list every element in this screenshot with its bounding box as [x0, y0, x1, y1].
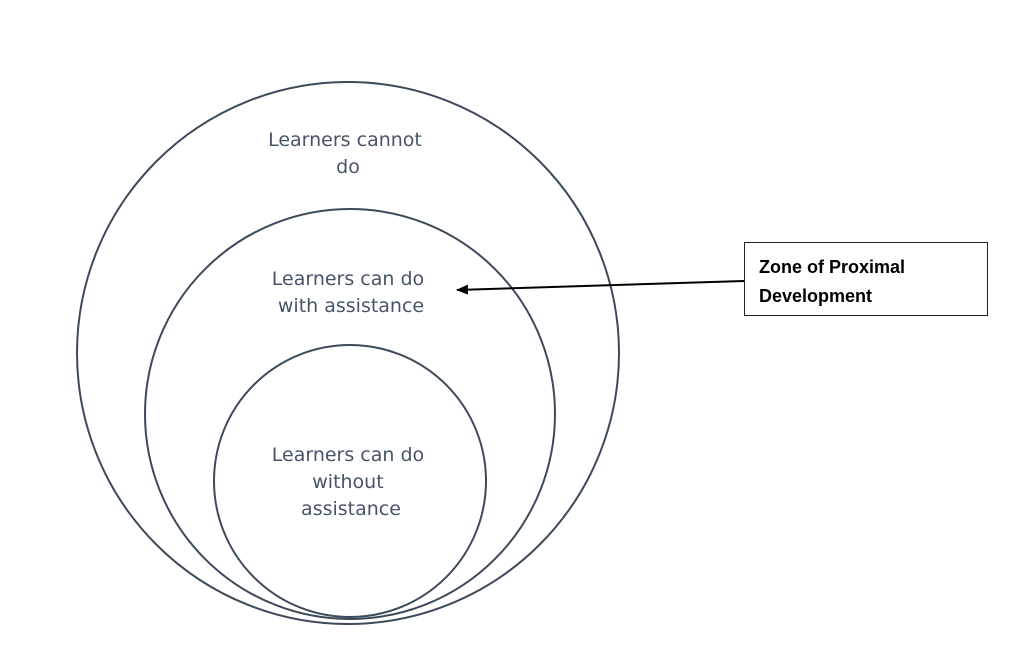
inner-label-line-1: Learners can do: [272, 444, 424, 466]
inner-circle-label: Learners can do without assistance: [272, 444, 430, 520]
outer-label-line-1: Learners cannot: [268, 129, 422, 151]
callout-label-line-1: Zone of Proximal: [759, 257, 906, 277]
zpd-callout-box: Zone of Proximal Development: [744, 242, 988, 316]
callout-label-line-2: Development: [759, 286, 873, 306]
middle-circle: [144, 208, 556, 620]
inner-circle: [213, 344, 487, 618]
outer-label-line-2: do: [336, 156, 360, 178]
inner-label-line-2: without: [312, 471, 383, 493]
middle-circle-label: Learners can do with assistance: [272, 268, 430, 317]
middle-label-line-2: with assistance: [278, 295, 424, 317]
middle-label-line-1: Learners can do: [272, 268, 424, 290]
outer-circle: [76, 81, 620, 625]
outer-circle-label: Learners cannot do: [268, 129, 428, 178]
inner-label-line-3: assistance: [301, 498, 401, 520]
callout-arrow: [456, 280, 745, 295]
